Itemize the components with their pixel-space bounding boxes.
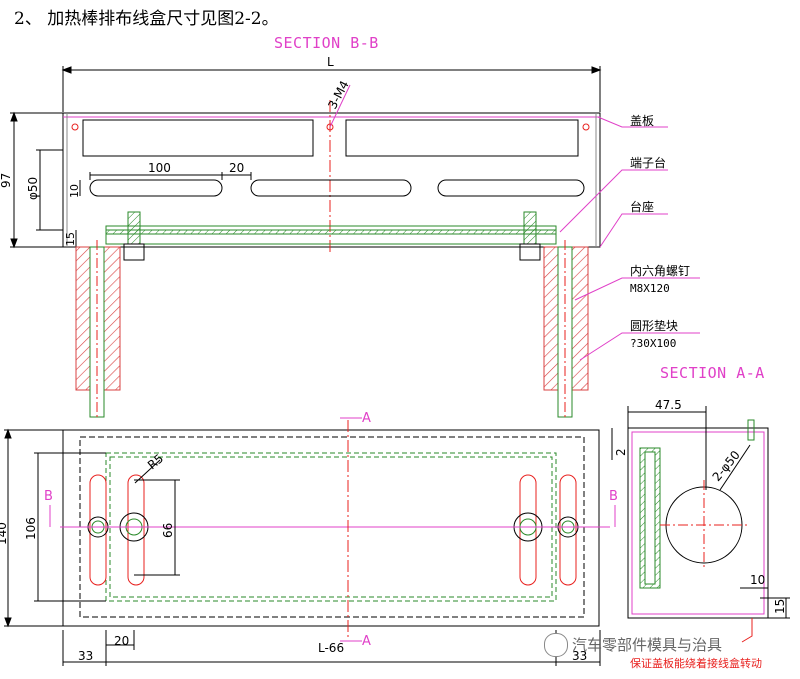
callout-pad: 圆形垫块 (630, 319, 679, 333)
dim-L: L (327, 55, 334, 69)
callout-screw-spec: M8X120 (630, 282, 670, 295)
dim-15: 15 (64, 232, 77, 246)
dim-10b: 10 (750, 573, 765, 587)
marker-A-bottom: A (362, 634, 371, 649)
watermark-logo-icon (544, 633, 568, 657)
plan-view (4, 417, 616, 666)
callout-terminal: 端子台 (630, 156, 667, 170)
dim-33a: 33 (78, 649, 93, 663)
section-aa-title: SECTION A-A (660, 364, 765, 382)
dim-106: 106 (24, 517, 38, 540)
section-bb-view (10, 66, 602, 261)
dim-33b: 33 (572, 649, 587, 663)
dim-2-phi50: 2-φ50 (710, 448, 743, 484)
dim-97: 97 (0, 173, 13, 188)
dim-20b: 20 (114, 634, 129, 648)
dim-r5: R5 (145, 451, 166, 472)
support-legs (75, 240, 589, 420)
marker-A-top: A (362, 411, 371, 426)
callout-cover: 盖板 (630, 114, 655, 128)
section-bb-title: SECTION B-B (274, 34, 379, 52)
watermark-text: 汽车零部件模具与治具 (572, 636, 723, 654)
callout-leaders (329, 84, 700, 361)
dim-66: 66 (161, 523, 175, 538)
dim-140: 140 (0, 522, 9, 545)
callout-screw: 内六角螺钉 (630, 264, 691, 278)
dim-15b: 15 (773, 599, 787, 614)
section-markers: A A B B (44, 411, 618, 649)
dim-47-5: 47.5 (655, 398, 682, 412)
callout-base: 台座 (630, 200, 655, 214)
dim-L-66: L-66 (318, 641, 344, 655)
page-heading: 2、 加热棒排布线盒尺寸见图2-2。 (14, 9, 279, 29)
rotation-note: 保证盖板能绕着接线盒转动 (612, 655, 780, 673)
dim-100: 100 (148, 161, 171, 175)
dim-10: 10 (68, 184, 81, 198)
dim-2: 2 (614, 448, 628, 456)
dim-20: 20 (229, 161, 244, 175)
marker-B-left: B (44, 489, 53, 504)
dim-3-m4: 3-M4 (325, 78, 351, 111)
callout-pad-spec: ?30X100 (630, 337, 677, 350)
dim-phi50: φ50 (26, 177, 40, 200)
marker-B-right: B (609, 489, 618, 504)
section-aa-view (611, 406, 790, 643)
